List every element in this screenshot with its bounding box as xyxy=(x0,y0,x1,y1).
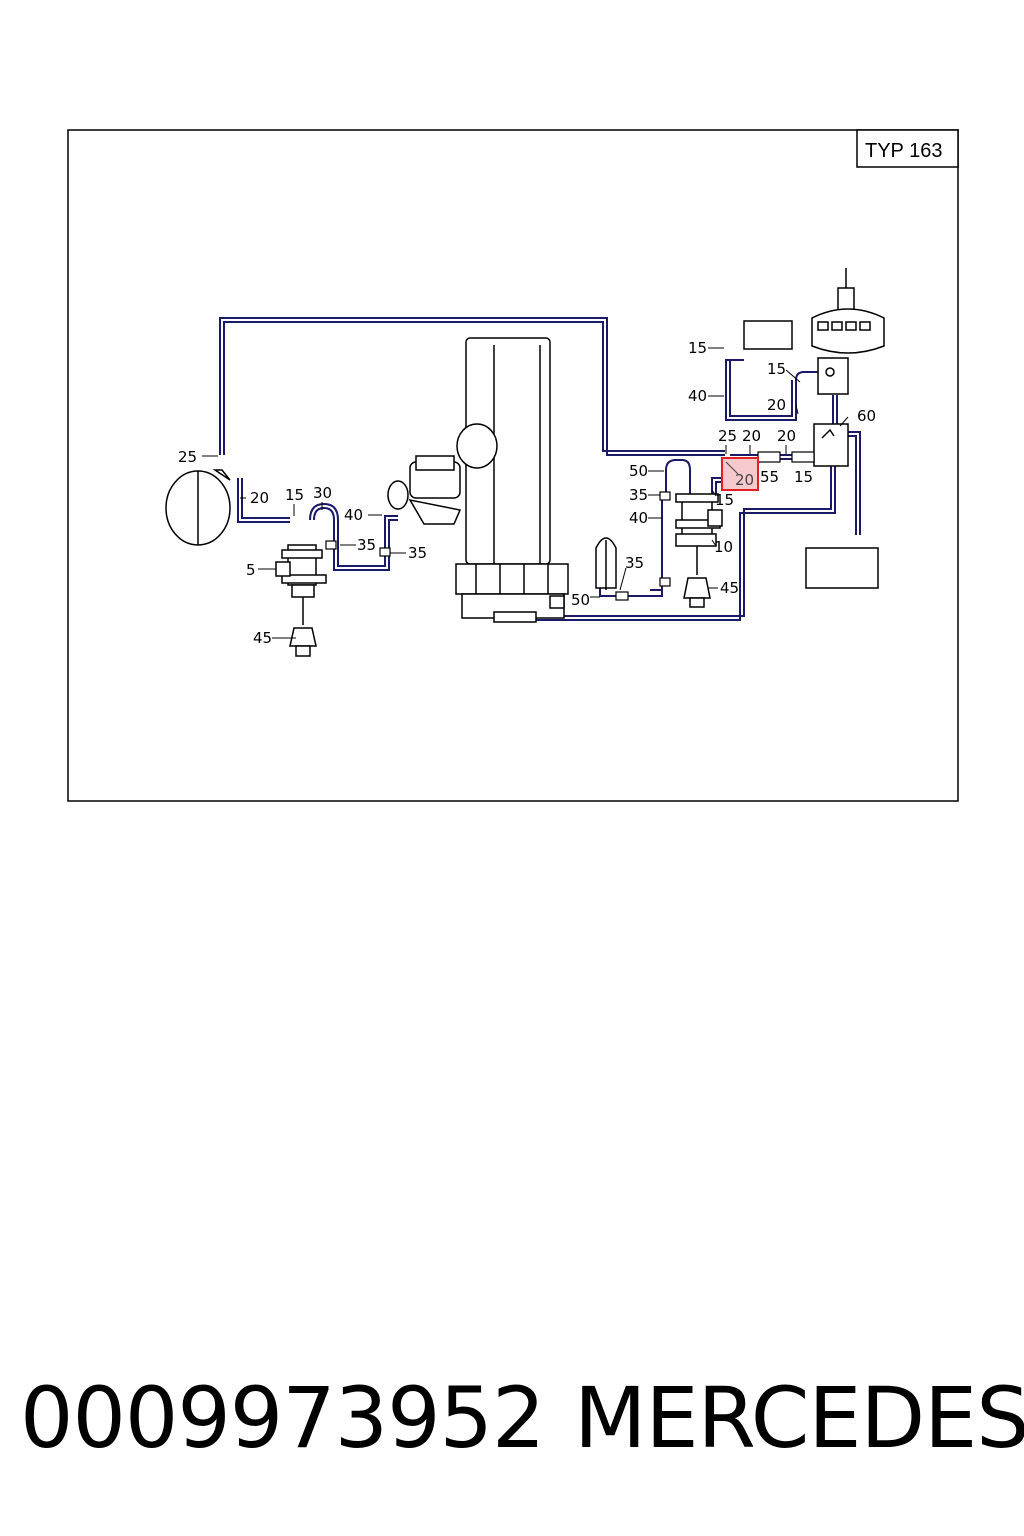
brand-name: MERCEDES xyxy=(574,1369,1024,1467)
label-right-15: 15 xyxy=(767,360,786,378)
footer: 0009973952 MERCEDES xyxy=(0,1368,1024,1478)
brake-drum xyxy=(595,537,617,590)
model-tag: TYP 163 xyxy=(865,140,942,162)
left-reservoir xyxy=(165,469,231,546)
engine-block xyxy=(455,337,569,623)
pump-assembly xyxy=(387,455,462,525)
label-c-45: 45 xyxy=(720,579,739,597)
label-c-10: 10 xyxy=(714,538,733,556)
label-left-40: 40 xyxy=(344,506,363,524)
label-c-40: 40 xyxy=(629,509,648,527)
label-left-35a: 35 xyxy=(357,536,376,554)
label-left-35b: 35 xyxy=(408,544,427,562)
center-clutch-cylinder xyxy=(675,493,723,608)
label-right-20: 20 xyxy=(767,396,786,414)
leader-lines xyxy=(202,347,849,639)
label-c-15: 15 xyxy=(715,491,734,509)
highlight-label: 20 xyxy=(735,471,754,489)
label-mid-25: 25 xyxy=(718,427,737,445)
label-left-30: 30 xyxy=(313,484,332,502)
label-low-50: 50 xyxy=(571,591,590,609)
part-number: 0009973952 xyxy=(20,1369,545,1467)
label-c-50: 50 xyxy=(629,462,648,480)
label-tank-20: 20 xyxy=(250,489,269,507)
model-tag-box xyxy=(856,129,959,168)
bottom-reservoir xyxy=(805,547,879,589)
label-top-15: 15 xyxy=(688,339,707,357)
label-right-60: 60 xyxy=(857,407,876,425)
left-clutch-cylinder xyxy=(275,544,327,657)
label-mid-15: 15 xyxy=(794,468,813,486)
label-left-15: 15 xyxy=(285,486,304,504)
label-left-45: 45 xyxy=(253,629,272,647)
label-tank-25: 25 xyxy=(178,448,197,466)
label-mid-55: 55 xyxy=(760,468,779,486)
label-c-35: 35 xyxy=(629,486,648,504)
label-low-35: 35 xyxy=(625,554,644,572)
highlight-leader xyxy=(725,461,739,475)
label-mid-20b: 20 xyxy=(777,427,796,445)
brake-booster xyxy=(811,268,885,467)
label-mid-20a: 20 xyxy=(742,427,761,445)
pipe-fittings xyxy=(325,451,815,601)
part-labels: 25 20 15 30 40 35 35 5 45 15 40 15 20 60… xyxy=(178,339,876,647)
top-reservoir xyxy=(743,320,793,350)
label-left-5: 5 xyxy=(246,561,256,579)
label-top-40: 40 xyxy=(688,387,707,405)
